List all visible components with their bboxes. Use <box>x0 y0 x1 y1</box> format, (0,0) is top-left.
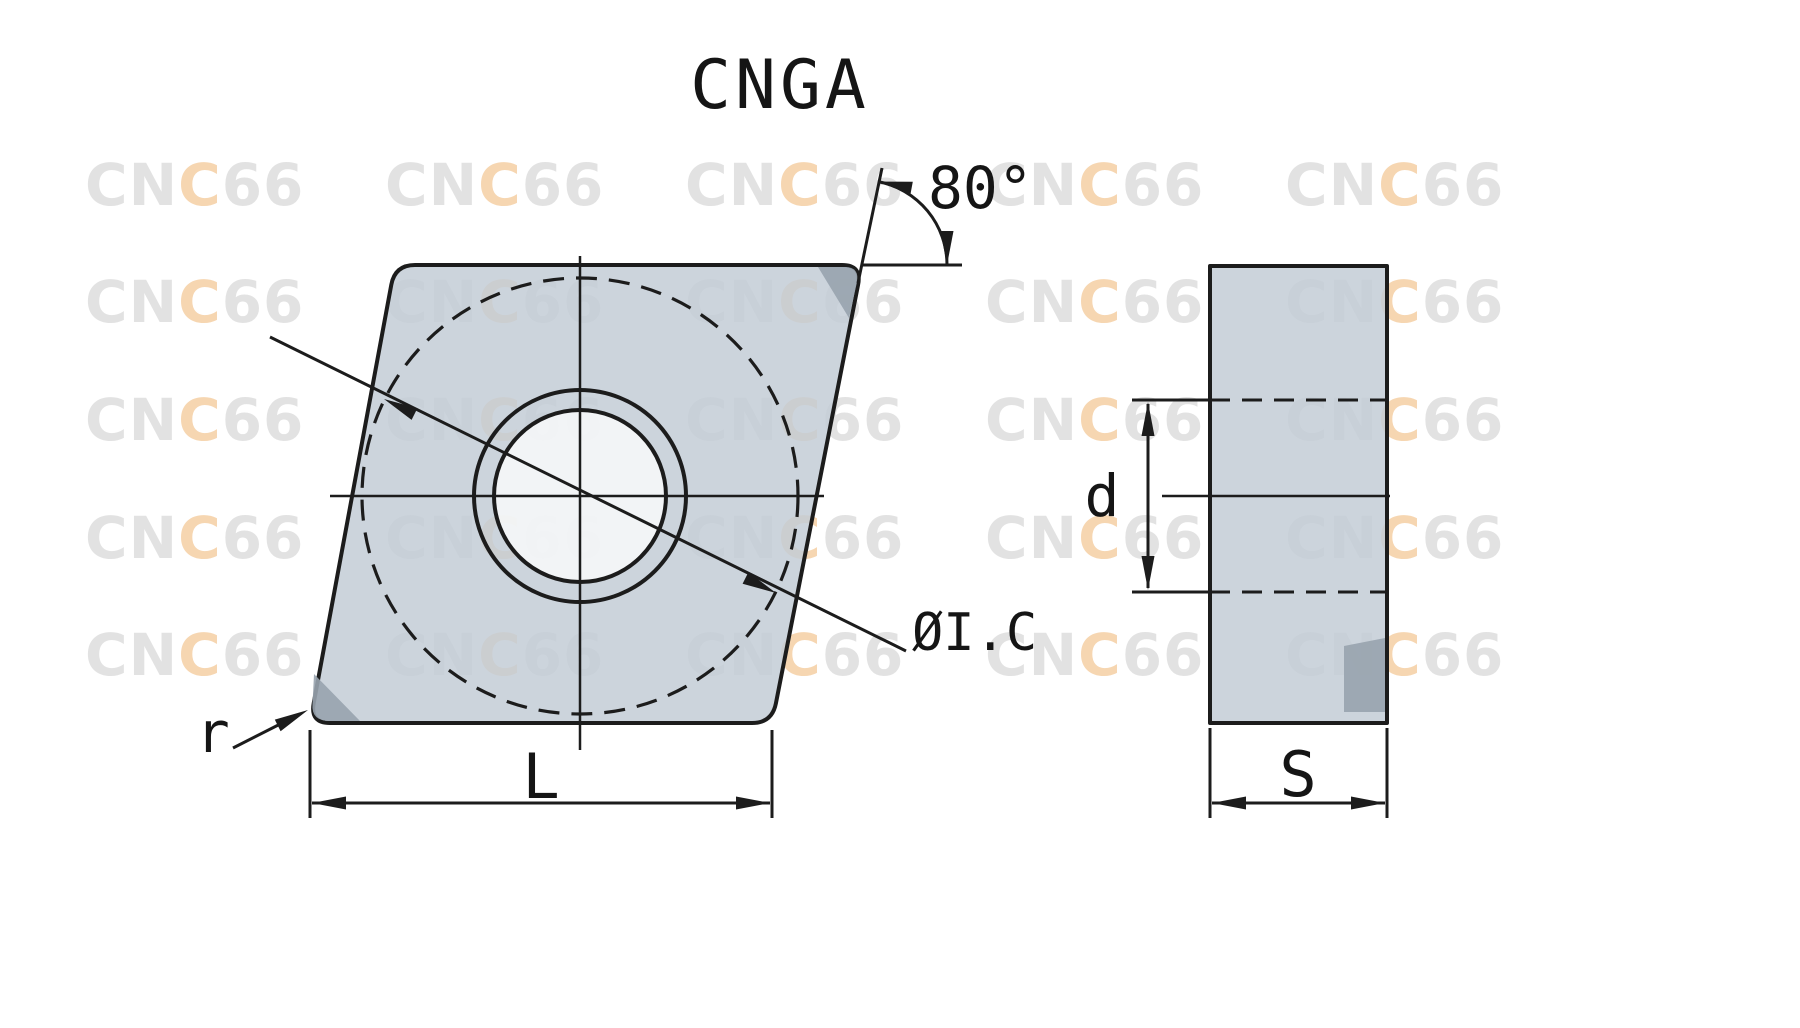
corner-mark-top-right <box>818 267 858 318</box>
corner-radius-label: r <box>196 701 230 766</box>
corner-mark-bottom-left <box>312 674 360 721</box>
watermark-text: CNC66 <box>985 504 1204 572</box>
watermark-text: CNC66 <box>985 621 1204 689</box>
watermark-text: CNC66 <box>685 151 904 219</box>
arrowhead <box>274 710 308 732</box>
arrowhead <box>742 572 776 593</box>
arrowhead <box>384 399 418 420</box>
arrowhead <box>736 796 770 810</box>
arrowhead <box>940 231 954 265</box>
arrowhead <box>1141 402 1155 436</box>
corner-mark-side <box>1344 638 1385 712</box>
watermark-text: CNC66 <box>85 151 304 219</box>
watermark-text: CNC66 <box>985 386 1204 454</box>
angle-label: 80° <box>928 154 1033 222</box>
watermark-text: CNC66 <box>985 151 1204 219</box>
front-view: ØI.C 80° r L <box>196 154 1037 818</box>
arrowhead <box>1351 796 1385 810</box>
thickness-label: S <box>1279 738 1316 811</box>
arrowhead <box>1212 796 1246 810</box>
inscribed-circle-label: ØI.C <box>912 603 1037 663</box>
arrowhead <box>1141 556 1155 590</box>
watermark-text: CNC66 <box>85 504 304 572</box>
arrowhead <box>878 181 913 195</box>
ic-dimension-line <box>269 335 907 653</box>
watermark-text: CNC66 <box>85 386 304 454</box>
watermark-text: CNC66 <box>985 268 1204 336</box>
watermark-text: CNC66 <box>85 268 304 336</box>
length-label: L <box>522 740 559 813</box>
arrowhead <box>312 796 346 810</box>
drawing-title: CNGA <box>690 46 870 125</box>
watermark-text: CNC66 <box>85 621 304 689</box>
hole-diameter-label: d <box>1085 462 1120 530</box>
watermark-text: CNC66 <box>385 151 604 219</box>
side-view: d S <box>1085 264 1390 818</box>
watermark-text: CNC66 <box>1285 151 1504 219</box>
